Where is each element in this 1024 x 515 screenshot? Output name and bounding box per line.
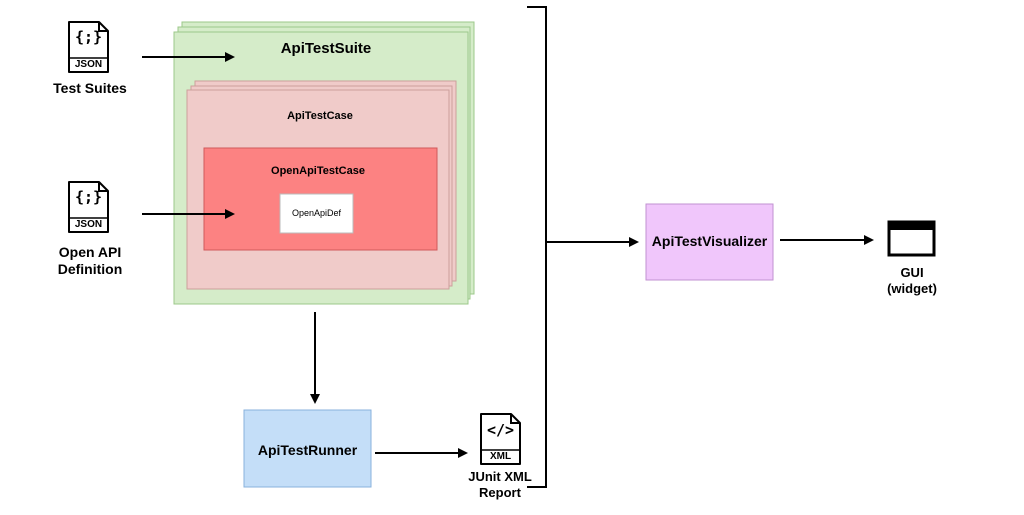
api-test-case-title: ApiTestCase [287, 110, 353, 122]
gui-label-line1: GUI [900, 265, 924, 280]
api-test-suite-title: ApiTestSuite [280, 40, 372, 57]
api-test-visualizer-title: ApiTestVisualizer [651, 233, 768, 249]
openapi-def-box [279, 193, 354, 234]
openapi-def-title: OpenApiDef [291, 208, 342, 218]
xml-icon-format: XML [489, 451, 512, 462]
json-icon-format: JSON [74, 59, 103, 70]
xml-icon-glyph: </> [486, 421, 515, 439]
grouping-bracket [527, 6, 547, 488]
api-test-visualizer-box [645, 203, 774, 281]
json-file-icon [68, 21, 109, 73]
api-test-runner-box [243, 409, 372, 488]
window-icon [887, 220, 936, 257]
json-icon-glyph: {;} [74, 188, 103, 206]
junit-report-label-line2: Report [479, 485, 521, 500]
open-api-label-line1: Open API [58, 244, 122, 260]
openapi-test-case-title: OpenApiTestCase [271, 165, 365, 177]
test-suites-label: Test Suites [53, 80, 127, 96]
xml-file-icon [480, 413, 521, 465]
json-icon-format: JSON [74, 219, 103, 230]
json-icon-glyph: {;} [74, 28, 103, 46]
json-file-icon [68, 181, 109, 233]
api-test-runner-title: ApiTestRunner [257, 442, 358, 458]
open-api-label-line2: Definition [57, 261, 123, 277]
junit-report-label-line1: JUnit XML [468, 469, 532, 484]
gui-label-line2: (widget) [887, 281, 937, 296]
